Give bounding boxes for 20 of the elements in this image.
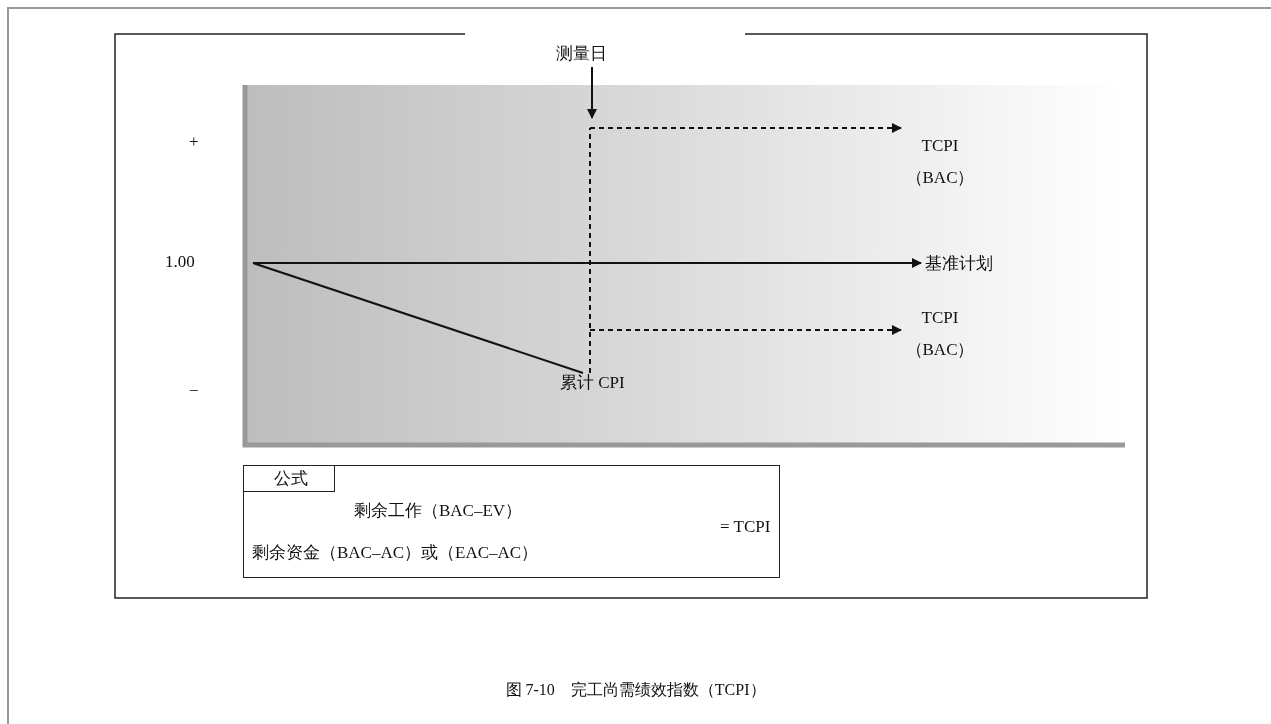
formula-tab: 公式 (243, 465, 335, 492)
tcpi-label: TCPI （BAC） (905, 130, 975, 194)
figure-caption: 图 7-10 完工尚需绩效指数（TCPI） (504, 680, 767, 700)
formula-box (243, 465, 780, 578)
trend-line (252, 262, 584, 374)
baseline-label: 基准计划 (925, 252, 993, 275)
cpi-label: 累计 CPI (560, 371, 625, 394)
axis-tick-label: + (189, 132, 199, 152)
axis-tick-label: − (189, 381, 199, 401)
tcpi-label: TCPI （BAC） (905, 302, 975, 366)
denominator-text: 剩余资金（BAC–AC）或（EAC–AC） (252, 542, 539, 564)
annotation-label: 测量日 (556, 42, 607, 65)
arrow (587, 66, 597, 119)
arrow (589, 325, 902, 335)
arrow (252, 258, 922, 268)
measurement-line (589, 127, 591, 374)
numerator-text: 剩余工作（BAC–EV） (354, 500, 523, 522)
axis-value-label: 1.00 (165, 252, 195, 272)
arrow (589, 123, 902, 133)
result-text: = TCPI (720, 517, 771, 537)
